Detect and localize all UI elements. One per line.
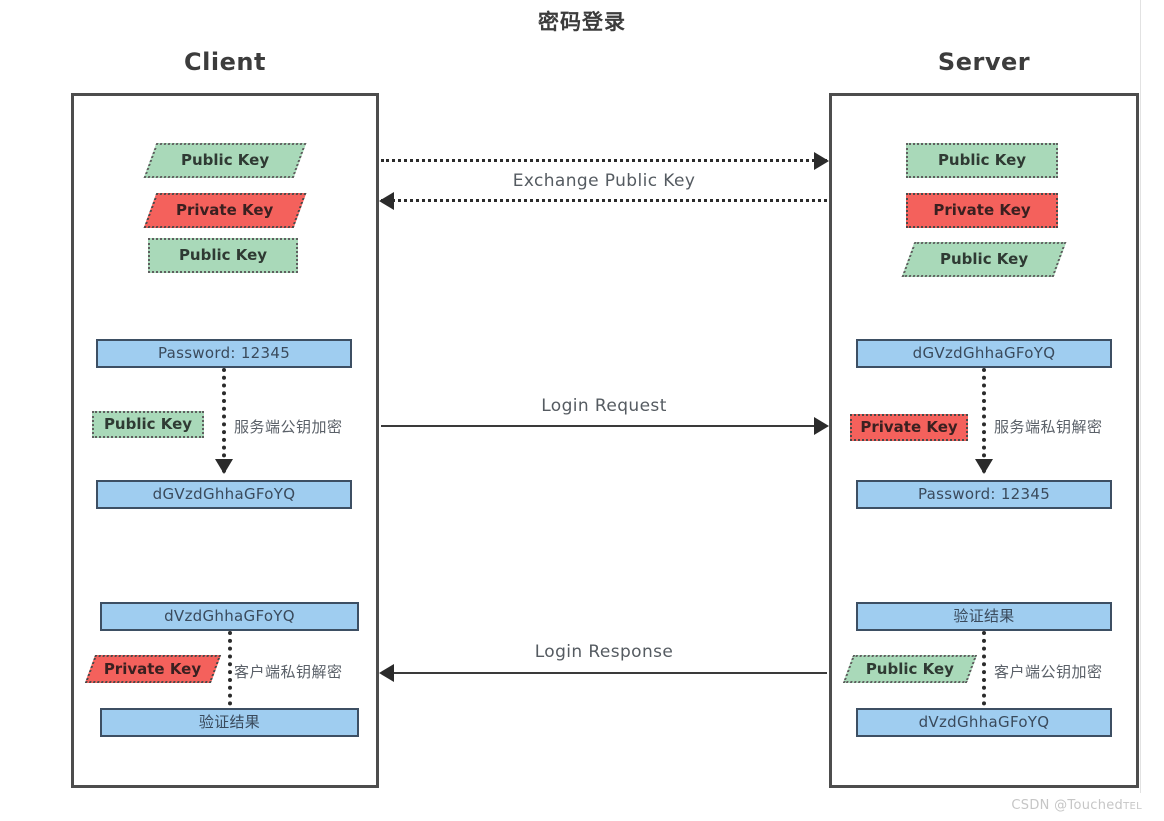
client-key-private-label: Private Key <box>176 201 274 219</box>
client-key-public-received-label: Public Key <box>180 151 270 169</box>
client-key-public-own-label: Public Key <box>178 246 268 264</box>
server-key-public-received-label: Public Key <box>939 250 1029 268</box>
client-encrypt-connector <box>215 368 233 474</box>
server-key-private: Private Key <box>906 193 1058 228</box>
client-password-block: Password: 12345 <box>96 339 352 368</box>
server-ciphertext-block: dGVzdGhhaGFoYQ <box>856 339 1112 368</box>
client-decrypt-note: 客户端私钥解密 <box>234 663 343 681</box>
server-key-public-own: Public Key <box>906 143 1058 178</box>
login-response-arrowhead <box>379 664 394 682</box>
client-decrypt-key-badge: Private Key <box>84 655 222 683</box>
exchange-public-key-arrow-left <box>379 192 827 210</box>
server-password-block: Password: 12345 <box>856 480 1112 509</box>
server-key-public-own-label: Public Key <box>937 151 1027 169</box>
client-encrypt-key-badge-label: Public Key <box>103 415 193 433</box>
server-encrypt-connector-line <box>982 631 986 729</box>
server-response-cipher-block: dVzdGhhaGFoYQ <box>856 708 1112 737</box>
server-encrypt-key-badge: Public Key <box>842 655 978 683</box>
login-response-arrow-line <box>381 672 827 674</box>
exchange-public-key-arrow-left-line <box>381 199 827 202</box>
client-decrypt-connector-line <box>228 631 232 729</box>
server-decrypt-note: 服务端私钥解密 <box>994 418 1103 436</box>
client-encrypt-key-badge: Public Key <box>92 411 204 438</box>
server-decrypt-key-badge-label: Private Key <box>860 418 958 436</box>
login-response-arrow <box>379 664 827 682</box>
server-column-heading: Server <box>937 48 1031 76</box>
client-encrypt-note: 服务端公钥加密 <box>234 418 343 436</box>
server-key-private-label: Private Key <box>933 201 1031 219</box>
watermark: CSDN @TouchedTEL <box>1011 798 1142 813</box>
server-key-public-received: Public Key <box>901 242 1067 277</box>
client-verify-result-block: 验证结果 <box>100 708 359 737</box>
exchange-public-key-arrowhead-right <box>814 152 829 170</box>
client-response-cipher-block: dVzdGhhaGFoYQ <box>100 602 359 631</box>
exchange-public-key-arrow-right-line <box>381 159 827 162</box>
client-ciphertext-block-label: dGVzdGhhaGFoYQ <box>152 485 296 503</box>
page-title: 密码登录 <box>538 10 626 34</box>
server-verify-result-block-label: 验证结果 <box>953 607 1015 625</box>
page-edge-rule <box>1140 0 1141 793</box>
server-decrypt-connector <box>975 368 993 474</box>
login-request-arrowhead <box>814 417 829 435</box>
exchange-public-key-label: Exchange Public Key <box>512 171 696 191</box>
server-decrypt-key-badge: Private Key <box>850 414 968 441</box>
server-decrypt-connector-line <box>982 368 986 473</box>
server-verify-result-block: 验证结果 <box>856 602 1112 631</box>
server-decrypt-arrowhead <box>975 459 993 474</box>
login-request-label: Login Request <box>541 396 667 416</box>
client-column-heading: Client <box>184 48 266 76</box>
server-response-cipher-block-label: dVzdGhhaGFoYQ <box>918 713 1050 731</box>
exchange-public-key-arrowhead-left <box>379 192 394 210</box>
client-encrypt-arrowhead <box>215 459 233 474</box>
client-key-public-received: Public Key <box>143 143 307 178</box>
client-verify-result-block-label: 验证结果 <box>198 713 261 731</box>
client-key-private: Private Key <box>143 193 307 228</box>
client-decrypt-key-badge-label: Private Key <box>104 659 202 678</box>
client-key-public-own: Public Key <box>148 238 298 273</box>
server-password-block-label: Password: 12345 <box>917 485 1051 503</box>
server-ciphertext-block-label: dGVzdGhhaGFoYQ <box>912 344 1056 362</box>
client-password-block-label: Password: 12345 <box>157 344 291 362</box>
server-encrypt-key-badge-label: Public Key <box>865 659 955 678</box>
client-response-cipher-block-label: dVzdGhhaGFoYQ <box>164 607 295 625</box>
exchange-public-key-arrow-right <box>381 152 829 170</box>
login-request-arrow <box>381 417 829 435</box>
login-request-arrow-line <box>381 425 827 427</box>
login-response-label: Login Response <box>534 642 674 662</box>
client-ciphertext-block: dGVzdGhhaGFoYQ <box>96 480 352 509</box>
client-encrypt-connector-line <box>222 368 226 473</box>
watermark-suffix: TEL <box>1123 801 1142 812</box>
watermark-prefix: CSDN @Touched <box>1011 798 1124 813</box>
server-encrypt-note: 客户端公钥加密 <box>994 663 1103 681</box>
